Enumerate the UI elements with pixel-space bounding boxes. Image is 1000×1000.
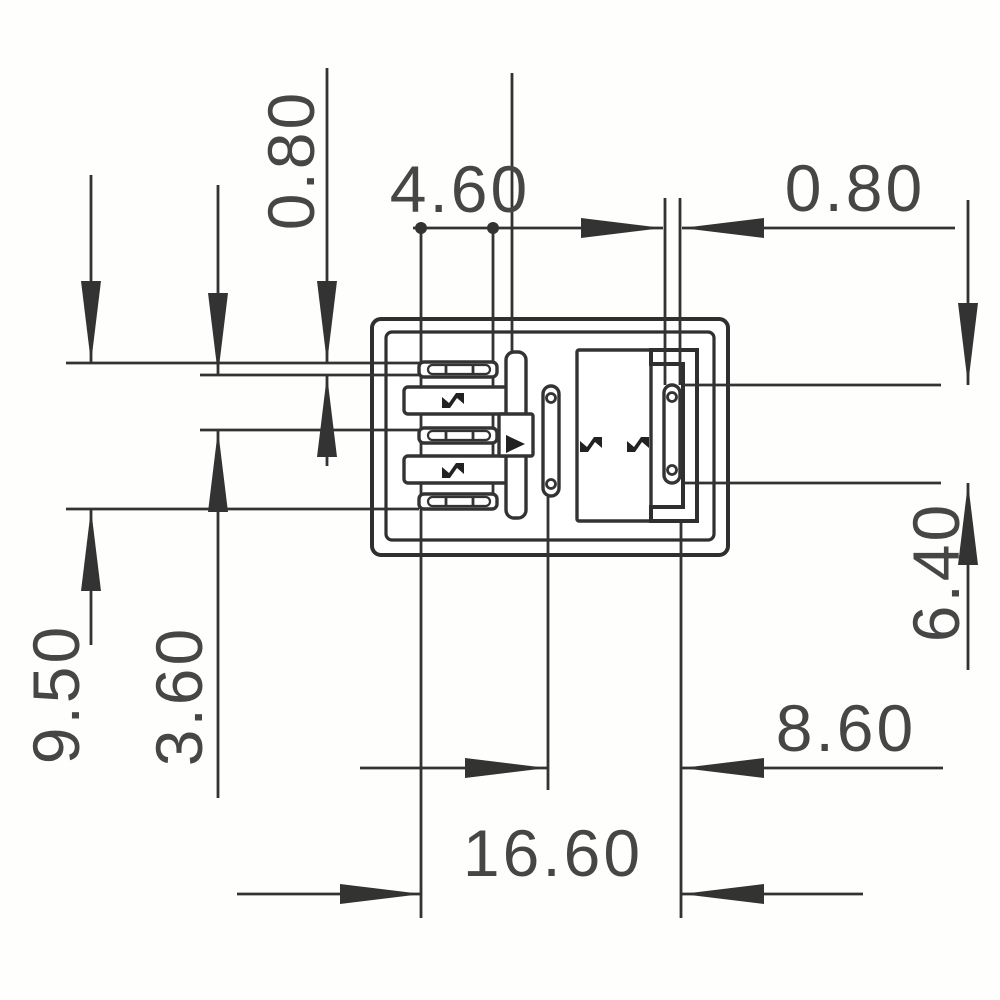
- slot-hole: [666, 464, 678, 476]
- pin-slot-narrow-1: [417, 360, 499, 379]
- terminal-ticks: [444, 431, 475, 440]
- dim-label-0-80-left: 0.80: [254, 90, 328, 230]
- polarity-mark-icon: [580, 437, 602, 452]
- pin-slot-narrow-3: [417, 492, 499, 511]
- slot-hole: [545, 392, 557, 404]
- terminal-capsule: [426, 429, 492, 442]
- dim-label-4-60: 4.60: [390, 152, 530, 226]
- polarity-mark-icon: [627, 437, 649, 452]
- dim-label-0-80-right: 0.80: [785, 151, 925, 225]
- slot-hole: [666, 391, 678, 403]
- extension-lines-left: [66, 361, 420, 511]
- terminal-ticks: [444, 365, 475, 374]
- center-tongue-hub: [497, 412, 535, 458]
- retainer-bracket: [649, 348, 699, 523]
- dim-label-6-40: 6.40: [899, 502, 973, 642]
- dim-label-3-60: 3.60: [142, 626, 216, 766]
- terminal-capsule: [426, 363, 492, 376]
- extension-lines-slots: [546, 198, 683, 918]
- pin-slot-wide-1: [402, 385, 512, 416]
- slot-hole: [545, 478, 557, 490]
- dimension-labels: 0.80 4.60 0.80 9.50 3.60 6.40 8.60 16.60: [19, 90, 973, 890]
- center-guide-slot: [541, 384, 561, 498]
- dim-label-9-50: 9.50: [19, 624, 93, 764]
- pin-slot-narrow-2: [417, 426, 499, 445]
- extension-lines-right: [684, 383, 941, 485]
- polarity-mark-icon: [442, 463, 464, 478]
- dimension-lines: [66, 68, 978, 918]
- polarity-mark-icon: [442, 393, 464, 408]
- pin-slot-stack-left: [402, 350, 535, 520]
- terminal-capsule: [426, 495, 492, 508]
- dim-label-16-60: 16.60: [463, 816, 643, 890]
- terminal-ticks: [444, 497, 475, 506]
- orientation-arrow-icon: [506, 435, 525, 453]
- slot-outline: [541, 384, 561, 498]
- pin-slot-wide-2: [402, 454, 512, 485]
- coil-cavity-outline: [575, 348, 653, 523]
- dim-label-8-60: 8.60: [776, 691, 916, 765]
- right-cavity: [575, 348, 699, 523]
- right-guide-slot: [662, 383, 682, 485]
